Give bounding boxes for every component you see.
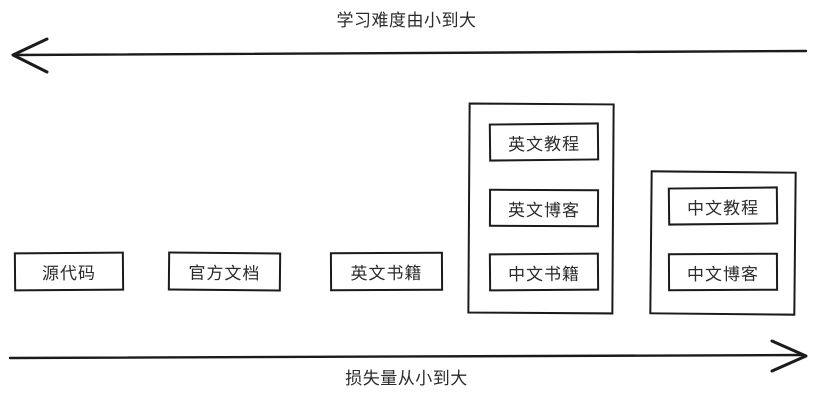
node-english-blog[interactable]: 英文博客 [488,188,600,228]
node-english-books[interactable]: 英文书籍 [329,251,444,292]
bottom-axis-arrow [8,339,808,373]
node-source-code[interactable]: 源代码 [13,251,125,292]
node-label: 中文博客 [686,264,760,285]
node-chinese-books[interactable]: 中文书籍 [488,252,600,292]
bottom-axis-label: 损失量从小到大 [345,369,468,389]
top-axis-label: 学习难度由小到大 [336,11,477,31]
node-label: 英文博客 [507,200,581,221]
node-chinese-blog[interactable]: 中文博客 [667,252,779,292]
node-label: 官方文档 [188,263,261,285]
node-label: 英文书籍 [350,263,423,285]
node-chinese-tutorial[interactable]: 中文教程 [667,186,779,226]
node-label: 英文教程 [507,134,581,155]
node-english-tutorial[interactable]: 英文教程 [488,122,600,162]
node-label: 中文书籍 [507,264,581,285]
node-label: 中文教程 [686,198,760,219]
node-label: 源代码 [41,263,97,285]
top-axis-arrow [11,37,808,74]
node-official-docs[interactable]: 官方文档 [167,251,282,292]
